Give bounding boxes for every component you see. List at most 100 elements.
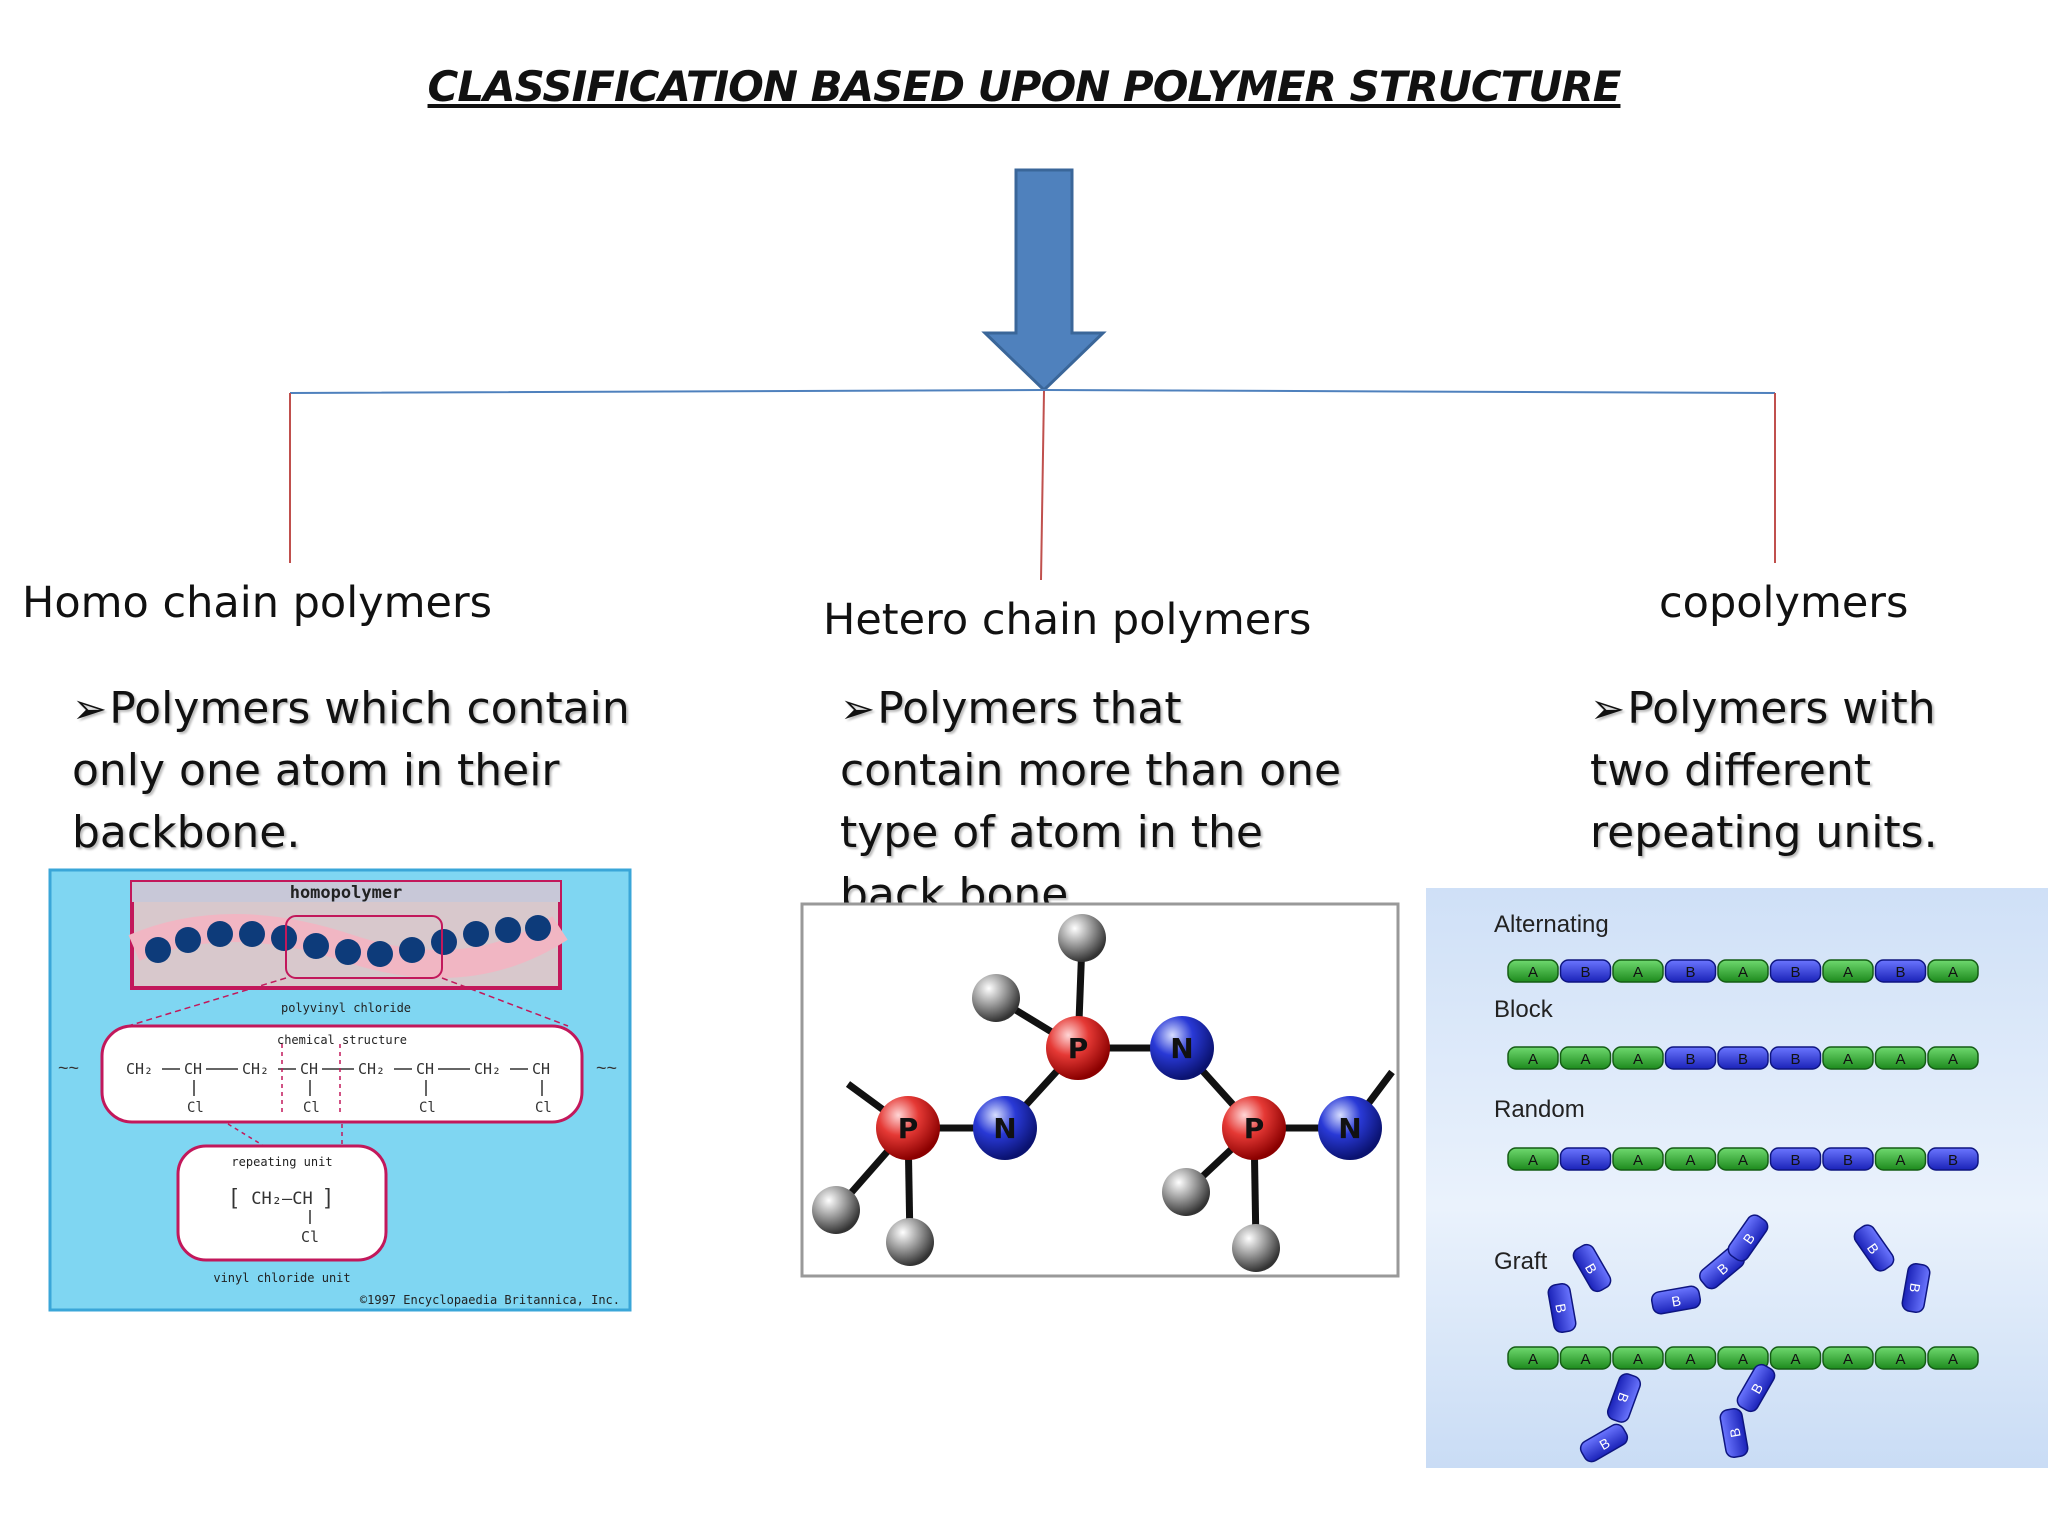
branch-center-line: [1040, 390, 1045, 581]
monomer-b: [1664, 1046, 1717, 1070]
monomer-label: A: [1528, 1152, 1538, 1169]
monomer-label: B: [1580, 964, 1590, 981]
graft-monomer-label: B: [1726, 1427, 1743, 1439]
monomer-label: A: [1948, 1351, 1958, 1368]
monomer-a: [1507, 959, 1559, 983]
heading-copolymers: copolymers: [1659, 578, 1909, 628]
monomer-label: A: [1843, 964, 1853, 981]
monomer-b: [1822, 1147, 1874, 1171]
heading-hetero-chain: Hetero chain polymers: [823, 595, 1312, 645]
monomer-label: B: [1948, 1152, 1958, 1169]
atom-label: N: [1170, 1032, 1193, 1065]
monomer-a: [1717, 1147, 1769, 1171]
description-text: Polymers with two different repeating un…: [1590, 683, 1938, 858]
monomer-label: A: [1528, 1351, 1538, 1368]
description-text: Polymers which contain only one atom in …: [72, 683, 630, 858]
monomer-a: [1664, 1346, 1717, 1370]
monomer-label: B: [1580, 1152, 1590, 1169]
monomer-a: [1927, 959, 1979, 983]
bullet-arrow-icon: ➢: [1590, 684, 1626, 733]
monomer-a: [1927, 1346, 1979, 1370]
monomer-b: [1769, 1046, 1822, 1070]
monomer-label: A: [1633, 1351, 1643, 1368]
homopolymer-header: homopolymer: [290, 883, 403, 903]
monomer-a: [1612, 1147, 1664, 1171]
monomer-a: [1612, 959, 1664, 983]
chain-end-left-icon: ~~: [58, 1058, 79, 1078]
copolymer-row-label: Graft: [1494, 1248, 1548, 1275]
chain-unit: CH₂: [358, 1060, 385, 1078]
monomer-label: A: [1685, 1152, 1695, 1169]
graft-monomer-b: B: [1572, 1243, 1612, 1293]
graft-monomer-b: B: [1727, 1214, 1769, 1262]
monomer-a: [1612, 1046, 1664, 1070]
monomer-label: B: [1685, 1051, 1695, 1068]
monomer-b: [1559, 959, 1612, 983]
monomer-label: A: [1633, 1152, 1643, 1169]
chain-unit: CH: [184, 1060, 202, 1078]
monomer-a: [1822, 1046, 1874, 1070]
monomer-a: [1717, 1346, 1769, 1370]
monomer-b: [1559, 1147, 1612, 1171]
monomer-b: [1769, 959, 1822, 983]
monomer-a: [1559, 1346, 1612, 1370]
down-arrow-icon: [981, 168, 1107, 393]
monomer-label: A: [1738, 964, 1748, 981]
monomer-a: [1769, 1346, 1822, 1370]
heading-homo-chain: Homo chain polymers: [22, 578, 493, 628]
monomer-label: B: [1790, 1152, 1800, 1169]
monomer-label: A: [1633, 964, 1643, 981]
monomer-a: [1822, 1346, 1874, 1370]
monomer-label: B: [1738, 1051, 1748, 1068]
graft-monomer-label: B: [1670, 1292, 1682, 1309]
graft-monomer-b: B: [1606, 1373, 1642, 1423]
monomer-label: B: [1685, 964, 1695, 981]
bracket-right-icon: ]: [325, 1184, 331, 1209]
monomer-label: A: [1580, 1351, 1590, 1368]
bullet-arrow-icon: ➢: [840, 684, 876, 733]
chain-unit: CH₂: [242, 1060, 269, 1078]
chain-substituent: Cl: [187, 1100, 204, 1116]
phosphorus-atom: [876, 1096, 940, 1160]
atom-label: N: [1338, 1112, 1361, 1145]
graft-monomer-b: B: [1719, 1407, 1749, 1459]
description-copolymers: ➢Polymers with two different repeating u…: [1590, 678, 1990, 864]
monomer-b: [1927, 1147, 1979, 1171]
structure-label: chemical structure: [277, 1033, 407, 1047]
phosphorus-atom: [1046, 1016, 1110, 1080]
chain-substituent: Cl: [535, 1100, 552, 1116]
monomer-a: [1612, 1346, 1664, 1370]
monomer-a: [1507, 1046, 1559, 1070]
polymer-name: polyvinyl chloride: [281, 1001, 411, 1015]
copolymer-row-label: Block: [1494, 996, 1554, 1023]
monomer-label: A: [1843, 1051, 1853, 1068]
nitrogen-atom: [973, 1096, 1037, 1160]
hydrogen-atoms: [812, 914, 1280, 1272]
monomer-a: [1874, 1346, 1927, 1370]
homopolymer-figure: homopolymer polyvinyl chloride chemical …: [48, 868, 632, 1312]
graft-monomer-label: B: [1552, 1302, 1569, 1314]
phosphorus-atom: [1222, 1096, 1286, 1160]
chain-substituent: Cl: [419, 1100, 436, 1116]
chain-unit: CH₂: [474, 1060, 501, 1078]
monomer-label: A: [1948, 964, 1958, 981]
monomer-a: [1874, 1046, 1927, 1070]
monomer-a: [1664, 1147, 1717, 1171]
branch-connectors: [289, 168, 1776, 581]
bullet-arrow-icon: ➢: [72, 684, 108, 733]
atom-label: P: [898, 1112, 919, 1145]
monomer-label: B: [1895, 964, 1905, 981]
graft-monomer-b: B: [1901, 1262, 1931, 1314]
graft-monomer-b: B: [1853, 1224, 1895, 1272]
monomer-a: [1874, 1147, 1927, 1171]
monomer-label: B: [1790, 964, 1800, 981]
monomer-label: A: [1843, 1351, 1853, 1368]
chain-unit: CH: [532, 1060, 550, 1078]
monomer-a: [1822, 959, 1874, 983]
chain-unit: CH: [416, 1060, 434, 1078]
